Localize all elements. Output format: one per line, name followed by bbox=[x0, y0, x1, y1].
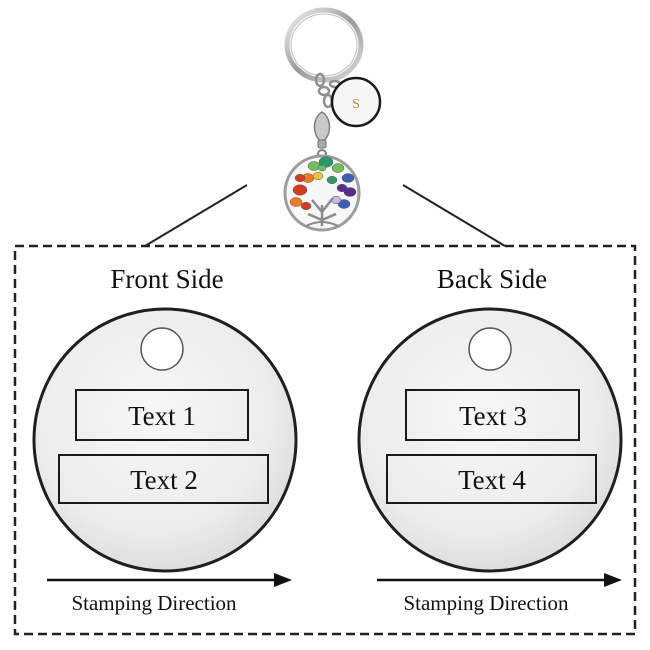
back-text-1: Text 3 bbox=[459, 401, 527, 431]
gem-chip bbox=[294, 174, 306, 182]
back-direction-label: Stamping Direction bbox=[403, 591, 569, 615]
gem-chip bbox=[317, 164, 327, 172]
keychain-illustration: S bbox=[283, 7, 382, 232]
back-side-title: Back Side bbox=[437, 264, 547, 294]
front-direction-label: Stamping Direction bbox=[71, 591, 237, 615]
dashed-frame bbox=[13, 244, 637, 636]
front-hole bbox=[140, 327, 184, 371]
front-direction-arrowhead bbox=[274, 573, 292, 587]
back-side: Back Side Text 3 Text 4 Stamping Directi… bbox=[357, 264, 623, 615]
connector-line-left bbox=[144, 184, 248, 247]
connector-line-right bbox=[402, 184, 506, 247]
initial-charm: S bbox=[330, 76, 382, 128]
front-side: Front Side Text 1 Text 2 Stamping Direct… bbox=[32, 264, 298, 615]
initial-letter: S bbox=[352, 97, 360, 112]
gem-chip bbox=[331, 163, 345, 173]
key-ring bbox=[284, 7, 364, 83]
gem-chip bbox=[326, 176, 338, 184]
tree-of-life-pendant bbox=[283, 154, 361, 232]
front-text-box-1 bbox=[75, 389, 249, 441]
lobster-clasp bbox=[313, 111, 331, 159]
front-text-box-2 bbox=[58, 454, 269, 504]
back-text-4: Text 4 bbox=[458, 465, 526, 495]
back-direction-arrowhead bbox=[604, 573, 622, 587]
back-text-box-1 bbox=[405, 389, 580, 441]
gem-chip bbox=[341, 173, 355, 183]
gem-chip bbox=[312, 172, 324, 180]
gem-chip bbox=[300, 202, 312, 210]
front-text-1: Text 1 bbox=[128, 401, 196, 431]
gem-chip bbox=[292, 184, 308, 196]
back-hole bbox=[468, 327, 512, 371]
gem-chip bbox=[336, 184, 348, 192]
gem-chip bbox=[343, 187, 357, 197]
back-text-box-2 bbox=[386, 454, 597, 504]
gem-chip bbox=[337, 199, 351, 209]
front-side-title: Front Side bbox=[110, 264, 223, 294]
gem-chip bbox=[289, 197, 303, 207]
front-text-2: Text 2 bbox=[130, 465, 198, 495]
